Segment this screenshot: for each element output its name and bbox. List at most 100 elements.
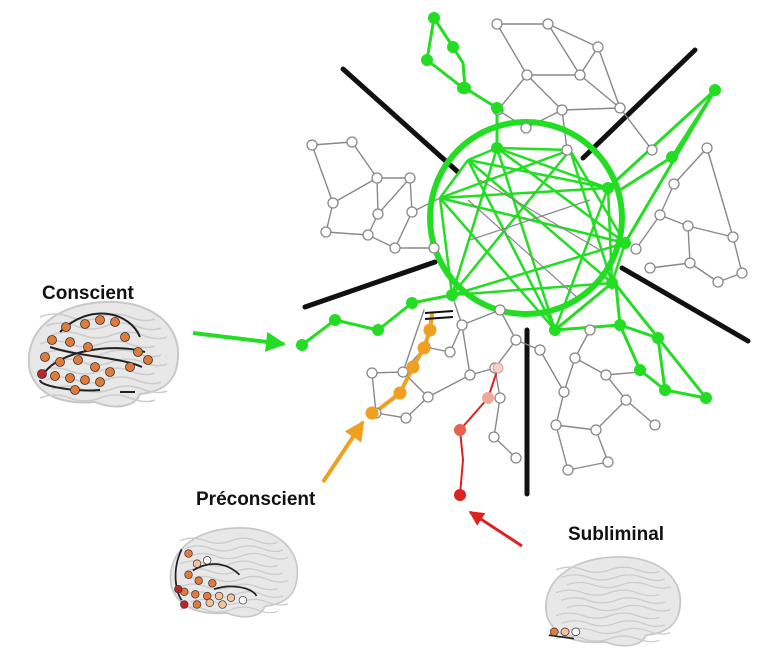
- conscious-node: [491, 142, 503, 154]
- network-edge: [499, 309, 517, 341]
- network-edge: [673, 147, 708, 185]
- subliminal-node: [492, 362, 504, 374]
- network-node: [602, 456, 614, 468]
- brain-fold: [189, 552, 289, 560]
- barrier-lines: [302, 47, 751, 497]
- network-edge: [574, 357, 607, 376]
- network-node: [668, 178, 680, 190]
- brain-electrode: [70, 385, 80, 395]
- brain-electrode: [184, 570, 193, 579]
- brain-electrode: [80, 319, 90, 329]
- network-edge: [311, 144, 334, 204]
- workspace-edge: [439, 197, 556, 331]
- brain-electrode: [192, 559, 202, 568]
- network-node: [510, 452, 522, 464]
- brain-electrode: [214, 591, 224, 601]
- conscious-node: [634, 364, 646, 376]
- network-node: [712, 276, 724, 288]
- workspace-edge: [438, 159, 470, 199]
- brain-connection-arc: [49, 346, 143, 368]
- conscious-edge: [300, 318, 337, 347]
- global-workspace-ring: [427, 119, 625, 317]
- brain-electrode: [120, 332, 130, 342]
- network-edge: [732, 236, 743, 274]
- brain-connection-arc: [213, 585, 258, 597]
- network-edge: [567, 461, 609, 471]
- network-node: [584, 324, 596, 336]
- network-edge: [635, 214, 661, 250]
- network-node: [682, 220, 694, 232]
- network-node: [464, 369, 476, 381]
- network-node: [422, 391, 434, 403]
- brain-fold: [184, 545, 284, 553]
- conscious-edge: [623, 88, 717, 245]
- brain-electrode: [203, 556, 212, 565]
- network-edge: [402, 309, 425, 373]
- network-edge: [547, 23, 581, 76]
- network-edge: [706, 147, 734, 238]
- conscious-edge: [376, 301, 414, 332]
- barrier-line: [619, 265, 751, 344]
- conscious-edge: [425, 16, 436, 62]
- conscious-edge: [463, 86, 499, 110]
- preconscious-input-arrow: [321, 420, 365, 484]
- network-node: [366, 367, 378, 379]
- brain-electrode: [571, 627, 581, 636]
- conscious-node: [428, 12, 440, 24]
- subliminal-node: [482, 392, 494, 404]
- brain-fold: [555, 566, 660, 574]
- conscious-node: [709, 84, 721, 96]
- network-node: [736, 267, 748, 279]
- subliminal-node: [454, 424, 466, 436]
- workspace-edge: [467, 159, 613, 284]
- brain-electrode: [65, 337, 75, 347]
- brain-fold: [189, 575, 289, 583]
- workspace-edge: [610, 242, 627, 284]
- preconscious-node: [406, 360, 420, 374]
- network-node: [488, 431, 500, 443]
- workspace-edge: [467, 199, 581, 301]
- network-node: [649, 419, 661, 431]
- brain-fold: [561, 620, 666, 627]
- brain-electrode: [180, 600, 189, 609]
- conscious-node: [446, 289, 458, 301]
- network-edge: [561, 107, 621, 111]
- brain-fold: [566, 627, 671, 635]
- workspace-edge: [568, 149, 614, 284]
- brain-fold: [184, 591, 284, 598]
- conscious-node: [700, 392, 712, 404]
- network-node: [684, 257, 696, 269]
- blocked-connection-mark: [424, 310, 454, 320]
- conscious-node: [602, 182, 614, 194]
- brain-electrode: [55, 357, 65, 367]
- brain-electrode: [238, 596, 248, 605]
- brain-electrode: [37, 369, 47, 379]
- barrier-line: [340, 66, 461, 175]
- network-node: [592, 41, 604, 53]
- network-edge: [555, 424, 597, 431]
- brain-electrode: [65, 373, 75, 383]
- network-node: [614, 102, 626, 114]
- network-edge: [687, 225, 734, 238]
- workspace-edge: [554, 282, 613, 331]
- barrier-line: [580, 47, 698, 161]
- workspace-edge: [568, 149, 627, 244]
- brain-electrode: [191, 590, 200, 599]
- brain-illustrations: [27, 300, 682, 647]
- conscious-node: [652, 332, 664, 344]
- workspace-edge: [450, 147, 499, 296]
- brain-electrode: [90, 362, 100, 372]
- network-edge: [555, 391, 565, 426]
- workspace-edge: [451, 241, 626, 297]
- workspace-edge: [439, 186, 609, 200]
- conscious-node: [549, 324, 561, 336]
- workspace-edge: [467, 158, 609, 190]
- network-node: [444, 346, 456, 358]
- network-nodes: [296, 12, 748, 501]
- network-edge: [427, 374, 471, 398]
- subliminal-edge: [459, 397, 489, 431]
- network-node: [562, 464, 574, 476]
- network-edge: [649, 262, 691, 269]
- conscious-node: [619, 237, 631, 249]
